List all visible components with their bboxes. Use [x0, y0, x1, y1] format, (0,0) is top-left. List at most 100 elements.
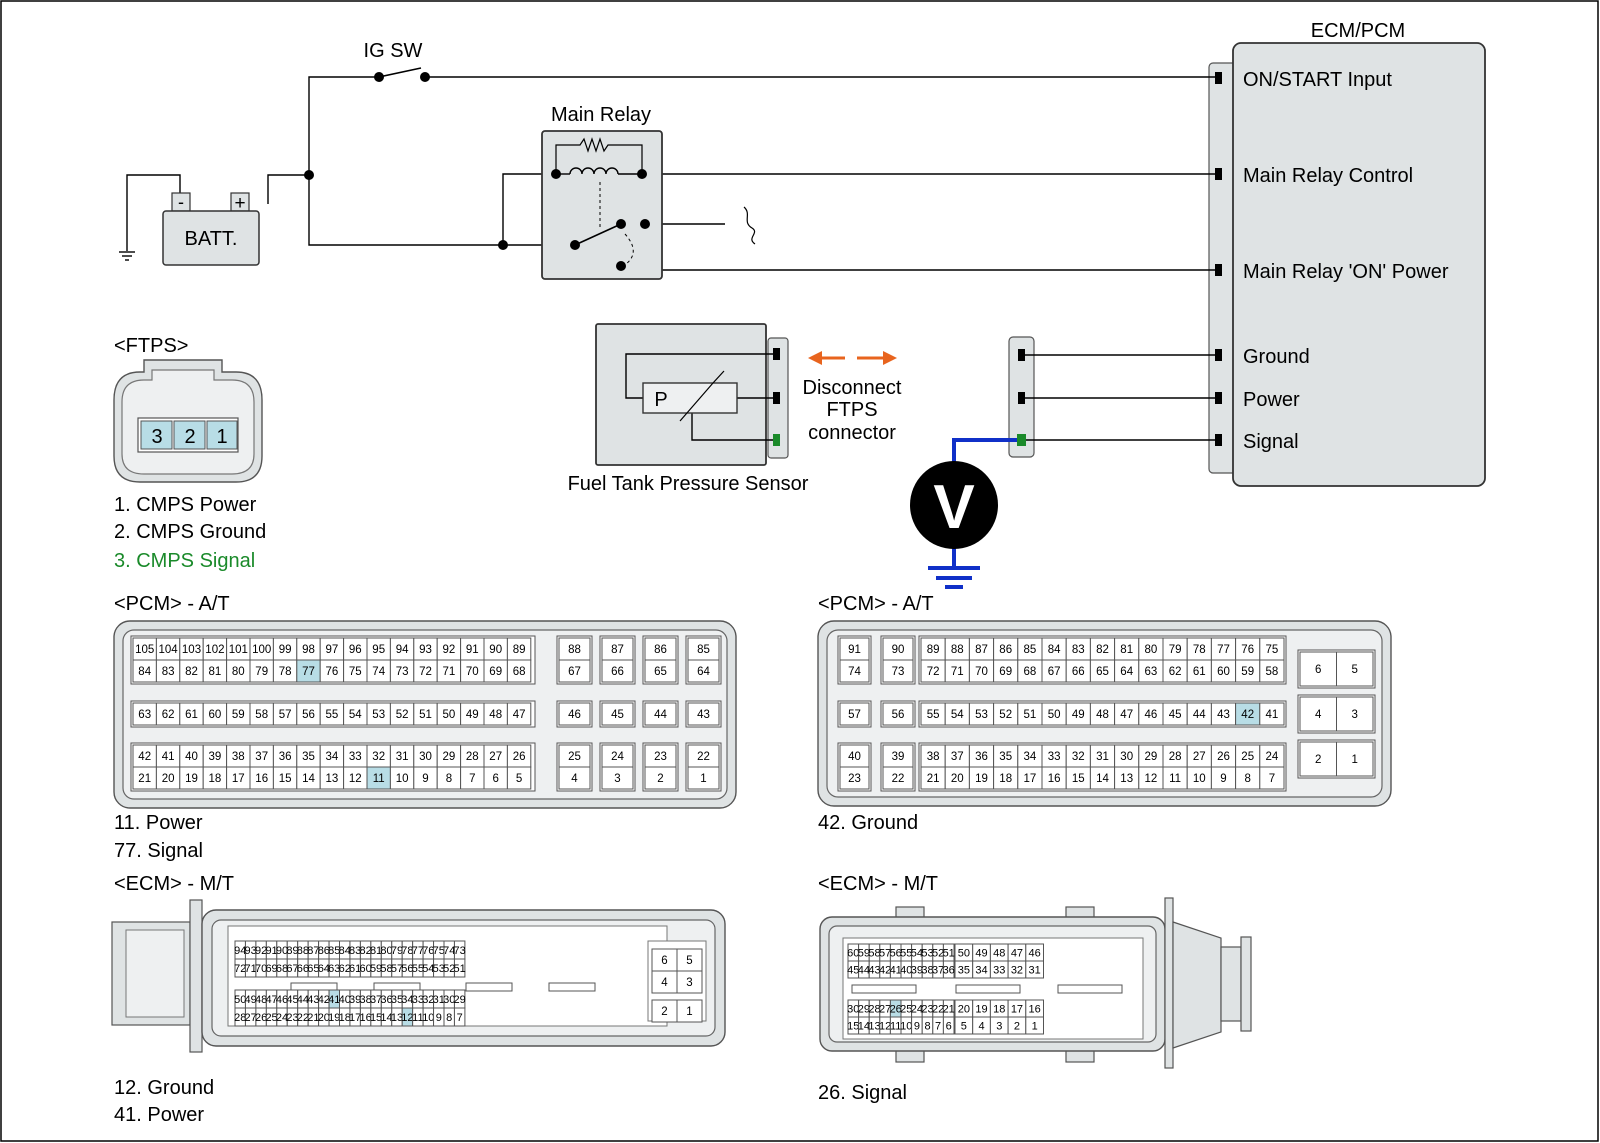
- pin-number: 10: [1193, 773, 1206, 785]
- pin-number: 53: [921, 948, 933, 960]
- pin-number: 51: [1024, 709, 1037, 721]
- pin-number: 44: [297, 994, 309, 1006]
- pin-cell: [1025, 960, 1045, 979]
- pin-number: 42: [879, 965, 891, 977]
- pin-number: 54: [951, 709, 964, 721]
- pin-number: 33: [412, 994, 424, 1006]
- pin-number: 54: [349, 709, 362, 721]
- pin-cell: [453, 958, 466, 978]
- pin-cell: [942, 1016, 955, 1035]
- pin-number: 35: [999, 751, 1012, 763]
- pin-number: 2: [1315, 754, 1321, 766]
- pin-number: 49: [466, 709, 479, 721]
- pin-number: 8: [1244, 773, 1250, 785]
- pin-cell: [839, 766, 870, 790]
- pin-number: 67: [568, 666, 581, 678]
- pin-number: 69: [489, 666, 502, 678]
- pin-number: 35: [391, 994, 403, 1006]
- pin-number: 8: [924, 1021, 930, 1033]
- pin-number: 18: [993, 1004, 1005, 1016]
- pin-number: 85: [697, 644, 710, 656]
- pin-number: 19: [975, 773, 988, 785]
- pin-number: 57: [879, 948, 891, 960]
- pin-number: 27: [245, 1012, 257, 1024]
- pin-number: 18: [209, 773, 222, 785]
- pin-number: 23: [921, 1004, 933, 1016]
- pin-number: 47: [265, 994, 277, 1006]
- pin-number: 22: [297, 1012, 309, 1024]
- pin-number: 39: [892, 751, 905, 763]
- ecm-mt-left-legend-2: 41. Power: [114, 1104, 204, 1126]
- pin-number: 105: [135, 644, 154, 656]
- pin-number: 7: [457, 1012, 463, 1024]
- pin-number: 83: [349, 945, 361, 957]
- pin-number: 59: [370, 963, 382, 975]
- pin-number: 12: [1145, 773, 1158, 785]
- pin-cell: [644, 659, 677, 683]
- pin-number: 8: [446, 773, 452, 785]
- pin-number: 62: [1169, 666, 1182, 678]
- pin-number: 49: [1072, 709, 1085, 721]
- pin-number: 59: [232, 709, 245, 721]
- pin-number: 53: [975, 709, 988, 721]
- pin-number: 30: [1120, 751, 1133, 763]
- pin-number: 52: [932, 948, 944, 960]
- pcm-at-left-title: <PCM> - A/T: [114, 593, 230, 615]
- pin-number: 73: [892, 666, 905, 678]
- pin-cell: [676, 999, 703, 1023]
- pin-number: 66: [297, 963, 309, 975]
- pin-number: 28: [1169, 751, 1182, 763]
- pin-number: 82: [185, 666, 198, 678]
- pin-number: 80: [1145, 644, 1158, 656]
- pin-number: 72: [927, 666, 940, 678]
- pin-number: 60: [1217, 666, 1230, 678]
- pin-cell: [1336, 696, 1374, 732]
- battery-minus-label: -: [178, 192, 184, 212]
- pin-number: 53: [372, 709, 385, 721]
- pin-number: 30: [847, 1004, 859, 1016]
- pin-number: 87: [307, 945, 319, 957]
- pin-number: 99: [279, 644, 292, 656]
- pin-number: 60: [360, 963, 372, 975]
- pin-number: 89: [286, 945, 298, 957]
- pin-number: 55: [412, 963, 424, 975]
- pin-number: 68: [1024, 666, 1037, 678]
- pin-number: 80: [380, 945, 392, 957]
- pin-number: 96: [349, 644, 362, 656]
- pin-number: 5: [516, 773, 522, 785]
- pin-number: 41: [1266, 709, 1279, 721]
- pin-number: 101: [229, 644, 248, 656]
- ecm-pin-ground: Ground: [1243, 346, 1310, 368]
- pin-number: 58: [868, 948, 880, 960]
- pin-number: 60: [847, 948, 859, 960]
- pin-number: 4: [1315, 709, 1322, 721]
- pin-number: 20: [318, 1012, 330, 1024]
- pin-number: 16: [360, 1012, 372, 1024]
- pin-cell: [1259, 659, 1285, 683]
- pin-number: 11: [890, 1021, 901, 1033]
- pin-number: 12: [349, 773, 362, 785]
- pin-number: 91: [265, 945, 277, 957]
- pin-cell: [453, 1007, 466, 1027]
- pin-number: 6: [946, 1021, 952, 1033]
- ftps-title: <FTPS>: [114, 335, 188, 357]
- pin-number: 15: [847, 1021, 859, 1033]
- ecm-pin-main-relay-control: Main Relay Control: [1243, 165, 1413, 187]
- pin-number: 90: [489, 644, 502, 656]
- pin-number: 24: [611, 751, 624, 763]
- pin-number: 50: [1048, 709, 1061, 721]
- pin-number: 25: [568, 751, 581, 763]
- pin-number: 4: [661, 977, 668, 989]
- pin-number: 52: [999, 709, 1012, 721]
- pin-number: 46: [1145, 709, 1158, 721]
- pin-number: 87: [975, 644, 988, 656]
- ig-sw-label: IG SW: [364, 40, 423, 62]
- pin-number: 47: [513, 709, 526, 721]
- pin-number: 78: [401, 945, 413, 957]
- pin-number: 55: [326, 709, 339, 721]
- pin-number: 79: [391, 945, 403, 957]
- pin-cell: [644, 766, 677, 790]
- pin-number: 77: [412, 945, 424, 957]
